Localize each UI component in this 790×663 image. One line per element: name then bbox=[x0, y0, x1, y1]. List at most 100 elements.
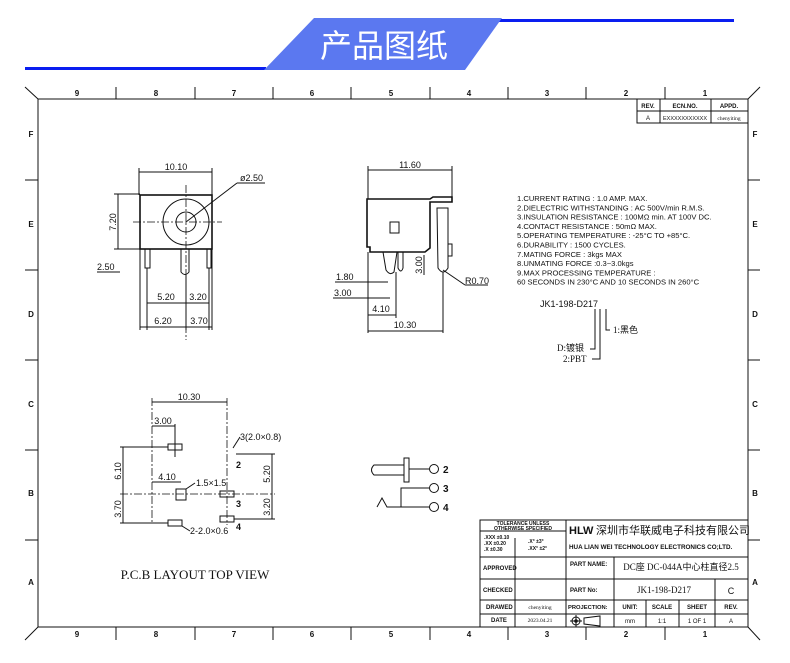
unit-value: mm bbox=[625, 619, 635, 625]
row-label: D bbox=[752, 310, 758, 319]
schematic-symbol: 2 3 4 bbox=[371, 457, 449, 514]
column-label: 2 bbox=[624, 630, 629, 639]
tolerance-3: .X ±0.30 bbox=[484, 547, 503, 553]
part-no-label: PART No: bbox=[570, 588, 598, 594]
pcb-square-pad-label: 1.5×1.5 bbox=[196, 478, 226, 488]
pcb-pin4: 4 bbox=[236, 522, 241, 532]
spec-line: 9.MAX PROCESSING TEMPERATURE : bbox=[517, 268, 656, 277]
part-note-material: 2:PBT bbox=[563, 354, 587, 364]
pcb-pin3: 3 bbox=[236, 499, 241, 509]
date-value: 2023.04.21 bbox=[528, 618, 553, 624]
row-label: D bbox=[28, 310, 34, 319]
spec-line: 5.OPERATING TEMPERATURE : -25°C TO +85°C… bbox=[517, 231, 690, 240]
spec-line: 2.DIELECTRIC WITHSTANDING : AC 500V/min … bbox=[517, 203, 705, 212]
side-dim-300: 3.00 bbox=[334, 288, 352, 298]
pcb-dim-300: 3.00 bbox=[154, 416, 172, 426]
dim-d: 3.70 bbox=[190, 316, 208, 326]
date-label: DATE bbox=[491, 618, 507, 624]
schematic-pin4: 4 bbox=[443, 503, 449, 514]
side-view: 11.60 3.00 R0.70 1.80 3.00 4.10 10.30 bbox=[333, 160, 489, 333]
side-dim-3: 3.00 bbox=[414, 256, 424, 274]
part-note-plating: D:镀银 bbox=[557, 342, 584, 353]
row-label: A bbox=[28, 578, 34, 587]
pcb-dim-520: 5.20 bbox=[262, 465, 272, 483]
row-label: C bbox=[28, 400, 34, 409]
column-label: 6 bbox=[310, 630, 315, 639]
column-label: 2 bbox=[624, 89, 629, 98]
spec-line: 3.INSULATION RESISTANCE : 100MΩ min. AT … bbox=[517, 213, 712, 222]
column-label: 5 bbox=[389, 630, 394, 639]
tolerance-title-2: OTHERWISE SPECIFIED bbox=[494, 526, 552, 532]
column-label: 8 bbox=[154, 630, 159, 639]
part-name-value: DC座 DC-044A中心柱直径2.5 bbox=[623, 561, 739, 572]
tolerance-1: .XXX ±0.10 bbox=[484, 535, 509, 541]
column-label: 3 bbox=[545, 89, 550, 98]
pcb-slots2-label: 2-2.0×0.6 bbox=[190, 526, 228, 536]
pcb-dim-410: 4.10 bbox=[158, 472, 176, 482]
column-label: 1 bbox=[703, 630, 708, 639]
pcb-slots3-label: 3(2.0×0.8) bbox=[240, 432, 281, 442]
row-label: B bbox=[28, 489, 34, 498]
header-banner: 产品图纸 bbox=[25, 18, 734, 70]
column-label: 8 bbox=[154, 89, 159, 98]
checked-label: CHECKED bbox=[483, 588, 513, 594]
part-note-color: 1:黑色 bbox=[613, 324, 638, 335]
dim-width: 10.10 bbox=[165, 162, 188, 172]
column-label: 9 bbox=[75, 89, 80, 98]
column-label: 7 bbox=[232, 89, 237, 98]
sheet-value: 1 OF 1 bbox=[688, 619, 707, 625]
approved-label: APPROVED bbox=[483, 566, 517, 572]
schematic-pin3: 3 bbox=[443, 484, 449, 495]
part-code-breakdown: JK1-198-D217 1:黑色 D:镀银 2:PBT bbox=[540, 299, 638, 364]
dim-pin-diameter: ø2.50 bbox=[240, 173, 263, 183]
projection-label: PROJECTION: bbox=[568, 605, 608, 611]
part-no-rev: C bbox=[728, 586, 735, 596]
side-dim-180: 1.80 bbox=[336, 272, 354, 282]
front-view: 10.10 7.20 ø2.50 2.50 5.20 3.20 6.20 3.7… bbox=[97, 162, 265, 340]
dim-b: 3.20 bbox=[189, 292, 207, 302]
company-name-cn: 深圳市华联威电子科技有限公司 bbox=[596, 523, 750, 537]
drawed-value: chenyiting bbox=[528, 605, 551, 611]
column-label: 4 bbox=[467, 630, 472, 639]
pcb-layout: 10.30 3.00 6.10 3.70 4.10 1.5×1.5 2-2.0×… bbox=[113, 392, 281, 582]
scale-label: SCALE bbox=[652, 605, 672, 611]
spec-line: 4.CONTACT RESISTANCE : 50mΩ MAX. bbox=[517, 222, 657, 231]
page-title: 产品图纸 bbox=[320, 27, 448, 65]
part-no-value: JK1-198-D217 bbox=[637, 585, 691, 595]
schematic-pin2: 2 bbox=[443, 465, 449, 476]
side-dim-radius: R0.70 bbox=[465, 276, 489, 286]
company-name-en: HUA LIAN WEI TECHNOLOGY ELECTRONICS CO;L… bbox=[569, 544, 732, 551]
part-name-label: PART NAME: bbox=[570, 562, 607, 568]
row-label: B bbox=[752, 489, 758, 498]
pcb-dim-1030: 10.30 bbox=[178, 392, 201, 402]
column-label: 3 bbox=[545, 630, 550, 639]
side-dim-width: 11.60 bbox=[399, 160, 421, 170]
side-dim-410: 4.10 bbox=[372, 304, 390, 314]
pcb-dim-610: 6.10 bbox=[113, 462, 123, 480]
sheet-label: SHEET bbox=[687, 605, 707, 611]
rev-value: A bbox=[646, 116, 650, 122]
unit-label: UNIT: bbox=[622, 605, 637, 611]
row-label: A bbox=[752, 578, 758, 587]
rev-label: REV. bbox=[724, 605, 738, 611]
jack-body-side bbox=[366, 196, 453, 253]
title-block: TOLERANCE UNLESS OTHERWISE SPECIFIED .XX… bbox=[479, 519, 750, 628]
column-label: 6 bbox=[310, 89, 315, 98]
rev-value-tb: A bbox=[729, 619, 733, 625]
scale-value: 1:1 bbox=[658, 619, 667, 625]
ecn-value: EXXXXXXXXXXX bbox=[663, 116, 707, 122]
column-label: 4 bbox=[467, 89, 472, 98]
row-label: F bbox=[753, 130, 758, 139]
pcb-dim-320: 3.20 bbox=[262, 498, 272, 516]
pcb-dim-370: 3.70 bbox=[113, 500, 123, 518]
appd-value: chenyiting bbox=[717, 116, 740, 122]
spec-line: 6.DURABILITY : 1500 CYCLES. bbox=[517, 241, 626, 250]
dim-pin-length: 2.50 bbox=[97, 262, 115, 272]
dim-a: 5.20 bbox=[157, 292, 175, 302]
column-label: 1 bbox=[703, 89, 708, 98]
drawed-label: DRAWED bbox=[486, 605, 513, 611]
column-label: 5 bbox=[389, 89, 394, 98]
spec-line: 7.MATING FORCE : 3kgs MAX bbox=[517, 250, 622, 259]
ecn-header: ECN.NO. bbox=[672, 104, 697, 110]
